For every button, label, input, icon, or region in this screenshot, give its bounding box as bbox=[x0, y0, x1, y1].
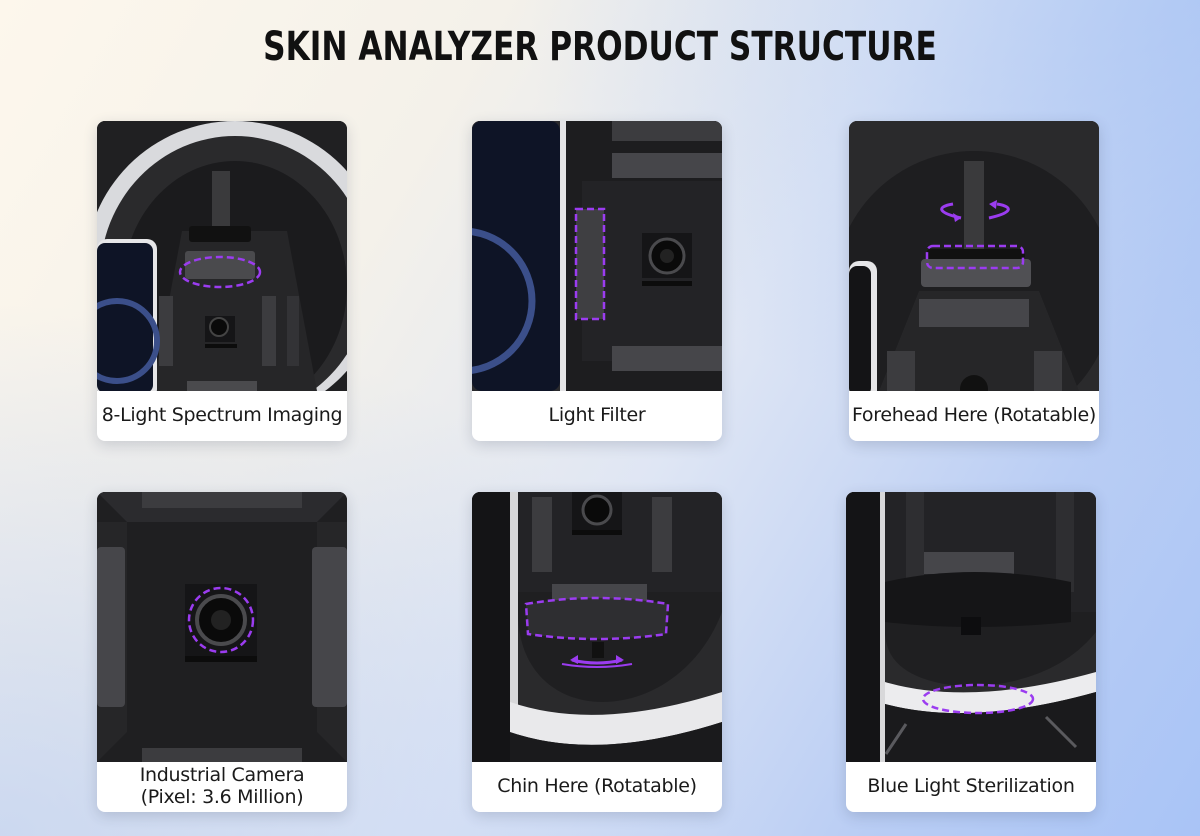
card-forehead-rest: Forehead Here (Rotatable) bbox=[849, 121, 1099, 441]
product-image-filter bbox=[472, 121, 722, 391]
product-image-forehead bbox=[849, 121, 1099, 391]
card-sterilization: Blue Light Sterilization bbox=[846, 492, 1096, 812]
product-image-chin bbox=[472, 492, 722, 762]
card-caption: Forehead Here (Rotatable) bbox=[851, 404, 1097, 427]
card-caption: Industrial Camera (Pixel: 3.6 Million) bbox=[97, 762, 347, 812]
card-caption: Blue Light Sterilization bbox=[867, 775, 1075, 798]
card-chin-rest: Chin Here (Rotatable) bbox=[472, 492, 722, 812]
product-image-camera bbox=[97, 492, 347, 762]
product-image-spectrum bbox=[97, 121, 347, 391]
caption-line-2: (Pixel: 3.6 Million) bbox=[140, 786, 304, 808]
card-spectrum-imaging: 8-Light Spectrum Imaging bbox=[97, 121, 347, 441]
card-light-filter: Light Filter bbox=[472, 121, 722, 441]
card-caption: 8-Light Spectrum Imaging bbox=[101, 404, 343, 427]
page-title: SKIN ANALYZER PRODUCT STRUCTURE bbox=[263, 24, 937, 70]
caption-line-1: Industrial Camera bbox=[139, 764, 305, 787]
product-image-sterilization bbox=[846, 492, 1096, 762]
card-caption: Light Filter bbox=[548, 404, 646, 427]
card-caption: Chin Here (Rotatable) bbox=[497, 775, 697, 798]
card-industrial-camera: Industrial Camera (Pixel: 3.6 Million) bbox=[97, 492, 347, 812]
